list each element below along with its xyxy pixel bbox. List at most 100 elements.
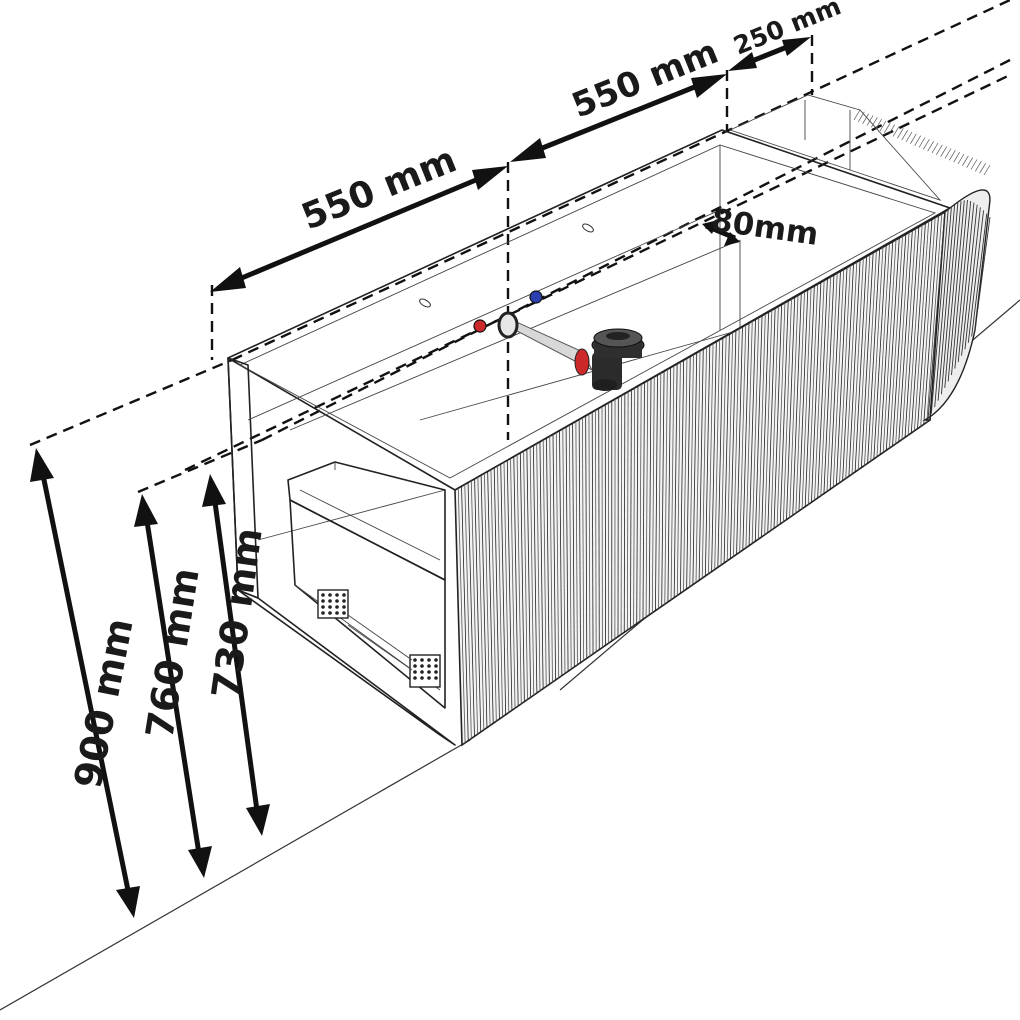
flute-rib: [526, 449, 532, 698]
flute-rib: [904, 226, 920, 438]
flute-rib: [751, 317, 760, 544]
flute-rib: [683, 358, 688, 592]
flute-rib: [776, 302, 786, 527]
flute-rib: [739, 325, 747, 553]
screw-hole: [321, 593, 325, 597]
flute-rib: [506, 460, 513, 711]
flute-rib: [770, 306, 779, 531]
flute-rib: [971, 213, 988, 337]
flute-rib: [464, 484, 472, 739]
flute-rib: [851, 258, 864, 475]
screw-hole: [328, 605, 332, 609]
flute-rib: [686, 356, 691, 590]
flute-rib: [864, 250, 877, 466]
slide-screw-holes: [321, 593, 438, 680]
flute-rib: [807, 284, 818, 505]
screw-hole: [413, 664, 417, 668]
flute-rib: [934, 206, 952, 408]
screw-hole: [335, 605, 339, 609]
flute-rib: [470, 480, 478, 735]
flute-rib: [773, 304, 783, 529]
flute-rib: [857, 254, 871, 470]
flute-rib: [845, 262, 858, 479]
dimension-arrows: [30, 37, 811, 918]
flute-rib: [758, 313, 766, 540]
flute-rib: [814, 280, 825, 501]
screw-hole: [427, 670, 431, 674]
flute-rib: [854, 256, 867, 473]
screw-hole: [413, 670, 417, 674]
flute-rib: [497, 465, 503, 717]
flute-rib: [642, 382, 645, 620]
flute-rib: [954, 200, 972, 369]
flute-rib: [542, 439, 547, 687]
flute-rib: [714, 339, 720, 570]
flute-rib: [723, 334, 730, 564]
flute-rib: [811, 282, 822, 503]
flute-rib: [842, 263, 854, 481]
flute-rib: [510, 458, 516, 709]
flute-rib: [879, 241, 894, 455]
flute-rib: [623, 393, 626, 633]
screw-hole: [321, 599, 325, 603]
flute-rib: [670, 365, 675, 600]
flute-rib: [636, 386, 639, 624]
flute-rib: [860, 252, 874, 468]
screw-hole: [321, 605, 325, 609]
flute-rib: [914, 221, 930, 431]
flute-rib: [680, 360, 685, 594]
flute-rib: [848, 260, 861, 477]
flute-rib: [726, 332, 734, 561]
flute-rib: [789, 295, 799, 518]
flute-rib: [823, 274, 835, 494]
rim-rib: [879, 120, 887, 132]
screw-hole: [420, 658, 424, 662]
screw-hole: [413, 658, 417, 662]
flute-rib: [474, 478, 482, 733]
flute-rib: [633, 388, 636, 626]
flute-rib: [947, 200, 965, 382]
flute-rib: [895, 232, 910, 444]
rim-rib: [871, 117, 878, 128]
flute-rib: [964, 207, 981, 350]
flute-rib: [645, 380, 649, 618]
flute-rib: [667, 367, 671, 603]
flute-rib: [974, 216, 991, 331]
flute-rib: [588, 414, 591, 657]
rim-rib: [979, 162, 986, 174]
rim-rib: [975, 161, 982, 172]
rim-rib: [918, 137, 926, 148]
flute-rib: [568, 425, 572, 670]
flute-rib: [595, 410, 597, 652]
fluted-curved-end: [853, 109, 991, 421]
flute-rib: [555, 432, 560, 678]
rim-rib: [962, 155, 969, 167]
siphon-icon: [591, 328, 645, 391]
flute-rib: [892, 234, 907, 447]
flute-rib: [630, 389, 632, 629]
flute-rib: [559, 430, 563, 676]
screw-hole: [328, 611, 332, 615]
flute-rib: [733, 328, 740, 557]
rim-rib: [875, 118, 882, 130]
flute-rib: [591, 412, 594, 655]
plumbing: [419, 223, 645, 391]
extension-lines: [29, 0, 1011, 494]
flute-rib: [708, 343, 714, 574]
screw-hole: [328, 593, 332, 597]
flute-rib: [565, 426, 569, 672]
flute-rib: [836, 267, 848, 486]
rim-rib: [897, 128, 904, 139]
flute-rib: [742, 323, 750, 551]
flute-rib: [673, 363, 678, 598]
screw-hole: [335, 593, 339, 597]
cold-valve-icon: [529, 290, 543, 304]
flute-rib: [754, 315, 763, 542]
flute-rib: [461, 486, 469, 741]
flute-rib: [927, 211, 946, 421]
flute-rib: [490, 469, 497, 722]
flute-rib: [898, 230, 913, 442]
flute-rib: [626, 391, 629, 631]
flute-rib: [585, 415, 588, 659]
flute-rib: [552, 434, 556, 681]
